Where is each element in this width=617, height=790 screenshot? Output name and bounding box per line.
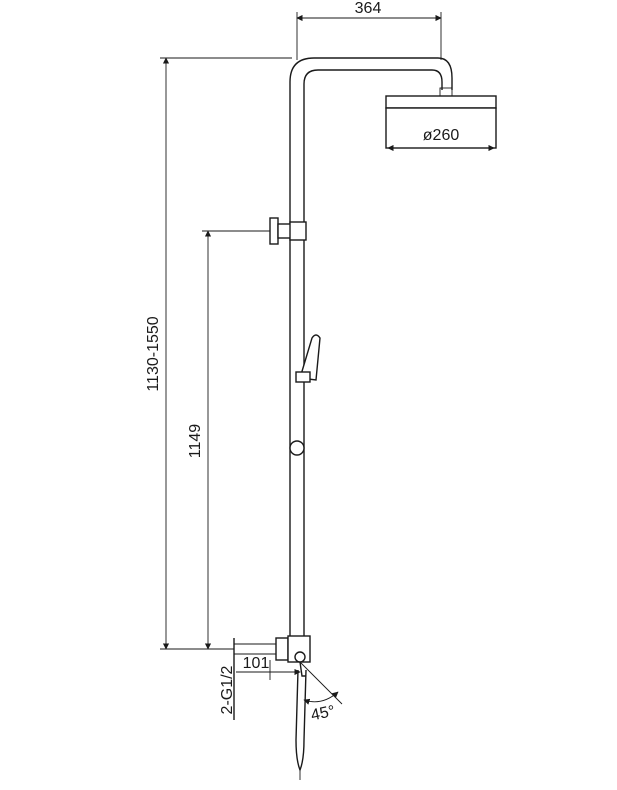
dim-head-diameter-label: ø260 bbox=[423, 127, 460, 144]
hand-shower bbox=[295, 334, 321, 383]
dim-arm-reach: 364 bbox=[296, 0, 442, 60]
dim-wall-offset: 101 bbox=[236, 655, 301, 680]
slider-knob bbox=[289, 440, 305, 456]
dim-valve-height: 1149 bbox=[187, 230, 270, 650]
mixer-valve bbox=[275, 635, 311, 677]
dim-spout-angle: 45° bbox=[299, 661, 343, 725]
dim-wall-offset-label: 101 bbox=[243, 655, 270, 672]
dim-inlet-thread: 2-G1/2 bbox=[219, 638, 276, 720]
rain-shower-head bbox=[385, 87, 497, 149]
dim-total-height-label: 1130-1550 bbox=[145, 316, 162, 391]
dim-arm-reach-label: 364 bbox=[355, 0, 382, 17]
hose bbox=[295, 669, 307, 780]
wall-bracket bbox=[269, 217, 307, 245]
dim-total-height: 1130-1550 bbox=[145, 57, 292, 650]
riser-pipe bbox=[289, 57, 453, 640]
dim-valve-height-label: 1149 bbox=[187, 424, 204, 459]
dim-inlet-thread-label: 2-G1/2 bbox=[219, 665, 236, 714]
dim-spout-angle-label: 45° bbox=[309, 703, 336, 725]
dim-head-diameter: ø260 bbox=[387, 127, 495, 152]
